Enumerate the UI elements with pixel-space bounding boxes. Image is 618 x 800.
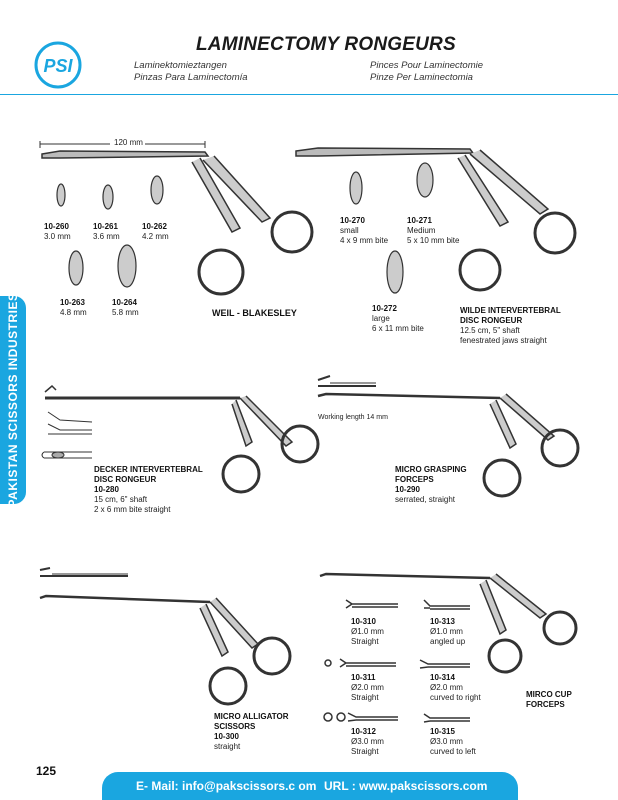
weil-name: WEIL - BLAKESLEY	[212, 308, 297, 318]
cup-size-1: Ø1.0 mm	[351, 627, 384, 636]
cup-code-1: 10-310	[351, 617, 376, 626]
footer-bar: E- Mail: info@pakscissors.c om URL : www…	[102, 772, 518, 800]
weil-code-2: 10-261	[93, 222, 118, 231]
wilde-desc-2: fenestrated jaws straight	[460, 336, 547, 345]
company-logo: PSI	[34, 41, 82, 89]
cup-size-6: Ø3.0 mm	[430, 737, 463, 746]
alligator-name-2: SCISSORS	[214, 722, 256, 731]
cup-code-3: 10-311	[351, 673, 376, 682]
decker-name-1: DECKER INTERVERTEBRAL	[94, 465, 203, 474]
title-german: Laminektomieztangen	[134, 60, 227, 71]
weil-measure-label: 120 mm	[112, 138, 145, 148]
cup-type-2: angled up	[430, 637, 466, 646]
cup-size-4: Ø2.0 mm	[430, 683, 463, 692]
grasping-working-length: Working length 14 mm	[318, 414, 388, 421]
wilde-name-2: DISC RONGEUR	[460, 316, 523, 325]
wilde-size-3: large	[372, 314, 390, 323]
grasping-code: 10-290	[395, 485, 420, 494]
cup-size-2: Ø1.0 mm	[430, 627, 463, 636]
grasping-name-1: MICRO GRASPING	[395, 465, 467, 474]
cup-size-5: Ø3.0 mm	[351, 737, 384, 746]
alligator-desc-1: straight	[214, 742, 241, 751]
weil-size-4: 4.8 mm	[60, 308, 87, 317]
weil-size-1: 3.0 mm	[44, 232, 71, 241]
page-number: 125	[36, 764, 57, 778]
weil-size-5: 5.8 mm	[112, 308, 139, 317]
title-spanish: Pinzas Para Laminectomía	[134, 72, 248, 83]
weil-size-3: 4.2 mm	[142, 232, 169, 241]
wilde-name-1: WILDE INTERVERTEBRAL	[460, 306, 561, 315]
cup-name-1: MIRCO CUP	[526, 690, 572, 699]
cup-type-5: Straight	[351, 747, 379, 756]
cup-name-2: FORCEPS	[526, 700, 565, 709]
wilde-code-1: 10-270	[340, 216, 365, 225]
wilde-desc-1: 12.5 cm, 5" shaft	[460, 326, 520, 335]
side-banner: PAKISTAN SCISSORS INDUSTRIES	[0, 293, 26, 507]
wilde-code-3: 10-272	[372, 304, 397, 313]
grasping-desc-1: serrated, straight	[395, 495, 456, 504]
cup-code-6: 10-315	[430, 727, 455, 736]
wilde-bite-3: 6 x 11 mm bite	[372, 324, 424, 333]
cup-code-5: 10-312	[351, 727, 376, 736]
weil-code-4: 10-263	[60, 298, 85, 307]
title-italian: Pinze Per Laminectomia	[370, 72, 473, 83]
header-divider	[0, 94, 618, 95]
wilde-bite-2: 5 x 10 mm bite	[407, 236, 460, 245]
title-french: Pinces Pour Laminectomie	[370, 60, 483, 71]
weil-code-5: 10-264	[112, 298, 137, 307]
cup-type-4: curved to right	[430, 693, 481, 702]
wilde-bite-1: 4 x 9 mm bite	[340, 236, 389, 245]
footer-email[interactable]: E- Mail: info@pakscissors.c om	[136, 779, 317, 793]
cup-type-6: curved to left	[430, 747, 476, 756]
decker-name-2: DISC RONGEUR	[94, 475, 157, 484]
wilde-size-1: small	[340, 226, 359, 235]
footer-url[interactable]: URL : www.pakscissors.com	[324, 779, 488, 793]
weil-code-1: 10-260	[44, 222, 69, 231]
weil-size-2: 3.6 mm	[93, 232, 120, 241]
alligator-code: 10-300	[214, 732, 239, 741]
weil-code-3: 10-262	[142, 222, 167, 231]
page-title: LAMINECTOMY RONGEURS	[196, 34, 456, 55]
grasping-name-2: FORCEPS	[395, 475, 434, 484]
cup-code-4: 10-314	[430, 673, 455, 682]
cup-type-3: Straight	[351, 693, 379, 702]
decker-code: 10-280	[94, 485, 119, 494]
alligator-name-1: MICRO ALLIGATOR	[214, 712, 289, 721]
wilde-size-2: Medium	[407, 226, 436, 235]
decker-desc-1: 15 cm, 6" shaft	[94, 495, 148, 504]
svg-text:PSI: PSI	[43, 56, 73, 76]
cup-size-3: Ø2.0 mm	[351, 683, 384, 692]
cup-type-1: Straight	[351, 637, 379, 646]
cup-code-2: 10-313	[430, 617, 455, 626]
decker-desc-2: 2 x 6 mm bite straight	[94, 505, 171, 514]
wilde-code-2: 10-271	[407, 216, 432, 225]
